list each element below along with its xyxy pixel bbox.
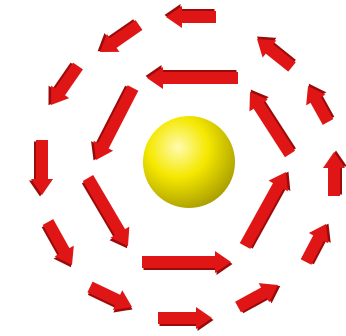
yellow-sphere-icon [143, 116, 235, 208]
